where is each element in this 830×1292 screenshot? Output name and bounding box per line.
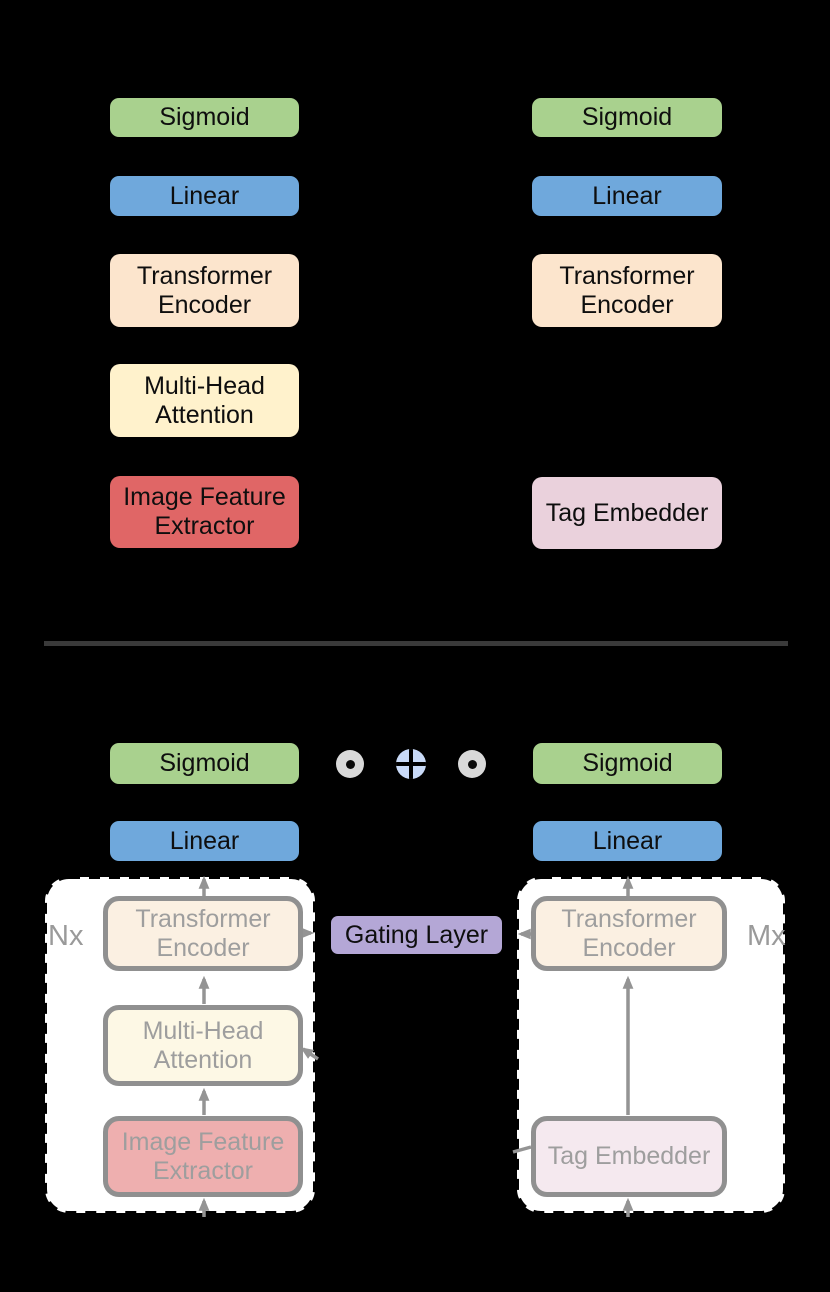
elementwise-product-icon [336, 750, 364, 778]
node-linear-tag-top: Linear [532, 176, 722, 216]
node-tag-embedder-bottom: Tag Embedder [531, 1116, 727, 1197]
arrow-cross-into-mha [300, 1047, 319, 1061]
node-multi-head-attention-top: Multi-Head Attention [110, 364, 299, 437]
node-sigmoid-image-bottom: Sigmoid [110, 743, 299, 784]
node-sigmoid-tag-bottom: Sigmoid [533, 743, 722, 784]
node-linear-image-bottom: Linear [110, 821, 299, 861]
node-transformer-encoder-image-top: Transformer Encoder [110, 254, 299, 327]
node-sigmoid-tag-top: Sigmoid [532, 98, 722, 137]
node-multi-head-attention-bottom: Multi-Head Attention [103, 1005, 303, 1086]
node-transformer-encoder-tag-bottom: Transformer Encoder [531, 896, 727, 971]
repeat-count-label-mx: Mx [747, 920, 786, 952]
node-image-feature-extractor-bottom: Image Feature Extractor [103, 1116, 303, 1197]
node-linear-tag-bottom: Linear [533, 821, 722, 861]
node-image-feature-extractor-top: Image Feature Extractor [110, 476, 299, 548]
node-linear-image-top: Linear [110, 176, 299, 216]
elementwise-sum-icon [396, 749, 426, 779]
repeat-count-label-nx: Nx [48, 920, 84, 952]
panel-divider [44, 641, 788, 646]
node-transformer-encoder-image-bottom: Transformer Encoder [103, 896, 303, 971]
node-tag-embedder-top: Tag Embedder [532, 477, 722, 549]
node-gating-layer: Gating Layer [331, 916, 502, 954]
line-stub-tagembedder-left [512, 1145, 532, 1154]
node-sigmoid-image-top: Sigmoid [110, 98, 299, 137]
elementwise-product-icon [458, 750, 486, 778]
node-transformer-encoder-tag-top: Transformer Encoder [532, 254, 722, 327]
